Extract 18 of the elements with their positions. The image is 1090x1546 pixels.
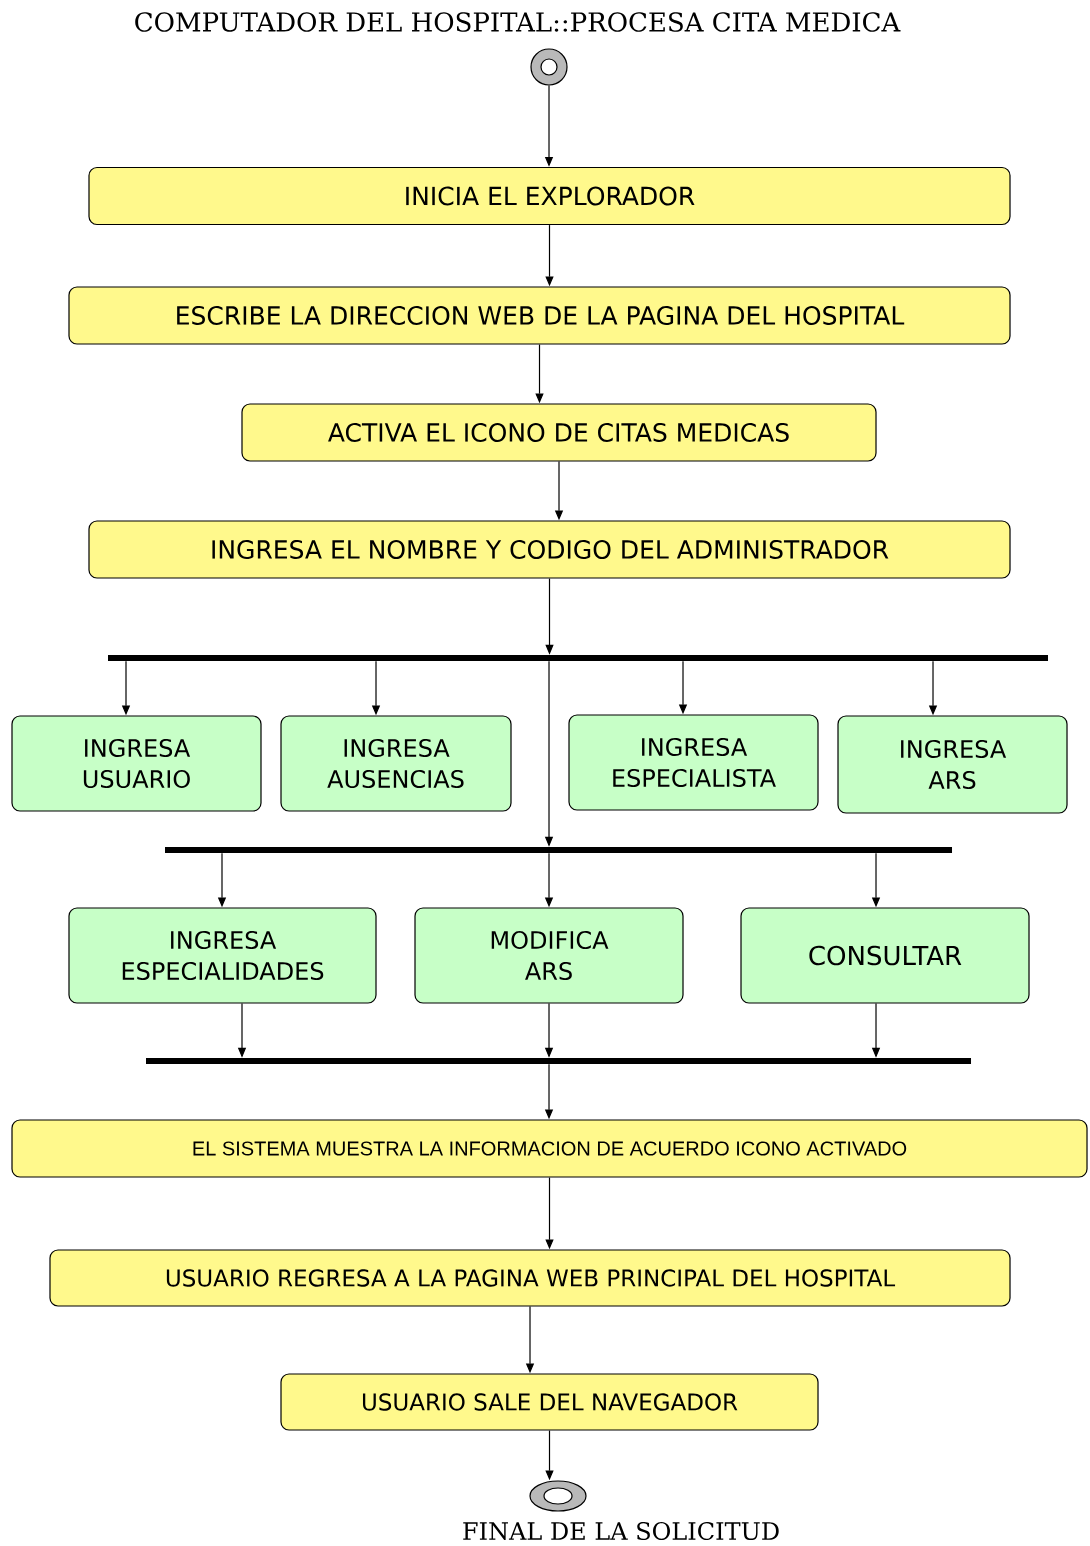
node-caption: FINAL DE LA SOLICITUD	[463, 1521, 779, 1541]
action-box: INGRESA ARS	[837, 715, 1068, 814]
action-box: CONSULTAR	[740, 907, 1030, 1004]
end-circle	[529, 1480, 587, 1512]
action-box: ACTIVA EL ICONO DE CITAS MEDICAS	[241, 403, 877, 462]
action-box: EL SISTEMA MUESTRA LA INFORMACION DE ACUERDO ICONO ACTIVADO	[11, 1119, 1088, 1178]
action-box: INGRESA ESPECIALISTA	[568, 714, 819, 811]
action-box: USUARIO REGRESA A LA PAGINA WEB PRINCIPAL DEL HOSPITAL	[49, 1249, 1011, 1307]
action-box: INGRESA EL NOMBRE Y CODIGO DEL ADMINISTRADOR	[88, 520, 1011, 579]
action-box: INGRESA ESPECIALIDADES	[68, 907, 377, 1004]
action-box: INGRESA USUARIO	[11, 715, 262, 812]
action-box: MODIFICA ARS	[414, 907, 684, 1004]
action-box: ESCRIBE LA DIRECCION WEB DE LA PAGINA DEL HOSPITAL	[68, 286, 1011, 345]
action-box: INICIA EL EXPLORADOR	[88, 166, 1011, 226]
start-circle	[530, 48, 568, 86]
action-box: INGRESA AUSENCIAS	[280, 715, 512, 812]
action-box: USUARIO SALE DEL NAVEGADOR	[280, 1373, 819, 1431]
title: COMPUTADOR DEL HOSPITAL::PROCESA CITA MEDICA	[135, 12, 901, 32]
